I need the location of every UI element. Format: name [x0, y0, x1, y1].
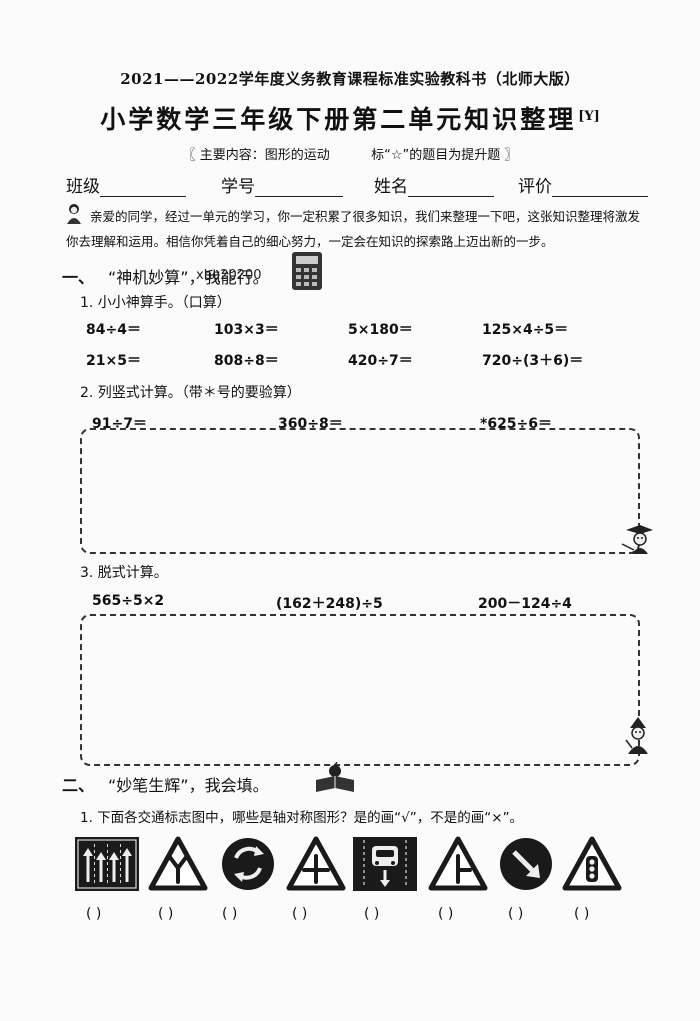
- section2-number: 二、: [62, 776, 95, 795]
- class-blank[interactable]: [100, 176, 186, 197]
- intro-paragraph: 亲爱的同学，经过一单元的学习，你一定积累了很多知识，我们来整理一下吧，这张知识整…: [66, 209, 641, 249]
- answer-blank[interactable]: ( ): [222, 906, 238, 922]
- student-info-row: 班级 学号 姓名 评价: [66, 172, 656, 198]
- traffic-sign-row: [74, 836, 644, 896]
- answer-blank[interactable]: ( ): [508, 906, 524, 922]
- class-label: 班级: [66, 177, 100, 197]
- roundabout-sign-icon: [222, 838, 274, 890]
- section1-title: “神机妙算”，我能行。: [108, 268, 269, 287]
- crossroad-sign-icon: [286, 836, 346, 891]
- lane-direction-sign-icon: [75, 837, 139, 891]
- t-junction-sign-icon: [428, 836, 488, 891]
- traffic-light-sign-icon: [562, 836, 622, 891]
- section1-heading: 一、 “神机妙算”，我能行。: [62, 264, 269, 288]
- q3-answer-area[interactable]: [80, 614, 640, 766]
- scholar-mascot-icon: [621, 525, 653, 554]
- wizard-mascot-icon: [625, 717, 648, 754]
- section2-heading: 二、 “妙笔生辉”，我会填。: [62, 772, 269, 796]
- q2-label: 2. 列竖式计算。（带＊号的要验算）: [80, 385, 301, 401]
- q1-problem: 125×4÷5＝: [482, 322, 569, 338]
- name-field[interactable]: 姓名: [374, 172, 494, 197]
- evaluation-label: 评价: [518, 177, 552, 197]
- watermark-text: xbq20200: [196, 268, 262, 283]
- q1-problem: 21×5＝: [86, 353, 141, 369]
- student-number-blank[interactable]: [255, 176, 343, 197]
- y-junction-sign-icon: [148, 836, 208, 891]
- q1-problem: 720÷(3＋6)＝: [482, 353, 584, 369]
- car-lane-sign-icon: [353, 837, 417, 891]
- answer-blank[interactable]: ( ): [574, 906, 590, 922]
- q3-problem: 565÷5×2: [92, 593, 165, 609]
- answer-blank[interactable]: ( ): [364, 906, 380, 922]
- name-blank[interactable]: [408, 176, 494, 197]
- book-apple-icon: [316, 762, 354, 792]
- keep-right-sign-icon: [500, 838, 552, 890]
- evaluation-blank[interactable]: [552, 176, 648, 197]
- q3-problem: (162＋248)÷5: [276, 596, 383, 612]
- q1-problem: 103×3＝: [214, 322, 279, 338]
- answer-blank[interactable]: ( ): [438, 906, 454, 922]
- page-title-text: 小学数学三年级下册第二单元知识整理: [100, 105, 577, 134]
- header-subtitle: 2021——2022学年度义务教育课程标准实验教科书（北师大版）: [120, 70, 580, 88]
- student-number-field[interactable]: 学号: [221, 172, 343, 197]
- q1-problem: 5×180＝: [348, 322, 413, 338]
- main-content-note: 〖 主要内容：图形的运动 标“☆”的题目为提升题 〗: [182, 148, 518, 163]
- q1-problem: 84÷4＝: [86, 322, 141, 338]
- answer-blank[interactable]: ( ): [292, 906, 308, 922]
- q3-label: 3. 脱式计算。: [80, 565, 168, 581]
- s2-q1-label: 1. 下面各交通标志图中，哪些是轴对称图形？是的画“√”，不是的画“×”。: [80, 810, 524, 826]
- q1-problem: 420÷7＝: [348, 353, 413, 369]
- q1-problem: 808÷8＝: [214, 353, 279, 369]
- answer-blank[interactable]: ( ): [158, 906, 174, 922]
- answer-row: ( ) ( ) ( ) ( ) ( ) ( ) ( ) ( ): [0, 906, 700, 926]
- q2-answer-area[interactable]: [80, 428, 640, 554]
- class-field[interactable]: 班级: [66, 172, 186, 197]
- q3-problem: 200－124÷4: [478, 596, 572, 612]
- section1-number: 一、: [62, 268, 95, 287]
- student-avatar-icon: [67, 204, 81, 224]
- name-label: 姓名: [374, 177, 408, 197]
- title-tag: [Y]: [578, 109, 600, 124]
- evaluation-field[interactable]: 评价: [518, 172, 648, 197]
- page-title: 小学数学三年级下册第二单元知识整理[Y]: [0, 100, 700, 136]
- section2-title: “妙笔生辉”，我会填。: [108, 776, 269, 795]
- answer-blank[interactable]: ( ): [86, 906, 102, 922]
- student-number-label: 学号: [221, 177, 255, 197]
- q1-label: 1. 小小神算手。（口算）: [80, 295, 231, 311]
- calculator-icon: [292, 252, 322, 290]
